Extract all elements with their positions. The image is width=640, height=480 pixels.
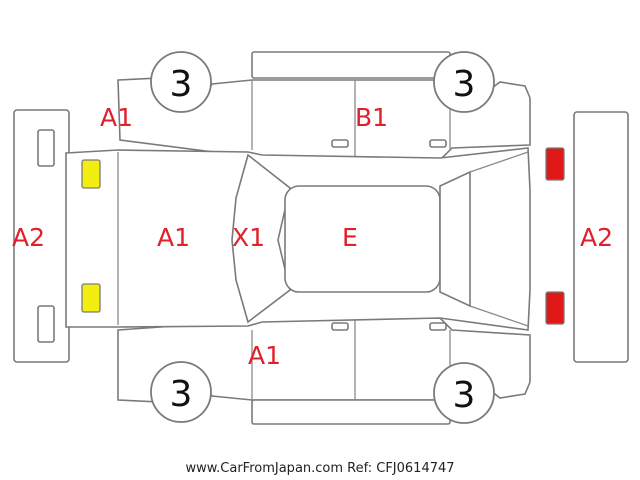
- wheel-front-top: 3: [150, 51, 212, 113]
- damage-label-x1: X1: [232, 223, 265, 252]
- headlight-right: [81, 283, 101, 313]
- damage-label-a1-hood: A1: [157, 223, 190, 252]
- damage-label-a2-front: A2: [12, 223, 45, 252]
- top-door-handle-rear: [429, 139, 447, 148]
- bottom-door-handle-rear: [429, 322, 447, 331]
- footer-ref: www.CarFromJapan.com Ref: CFJ0614747: [185, 461, 454, 476]
- damage-label-a1-top: A1: [100, 103, 133, 132]
- wheel-rear-bottom-grade: 3: [453, 375, 476, 416]
- damage-label-b1: B1: [355, 103, 388, 132]
- headlight-left: [81, 159, 101, 189]
- damage-label-e: E: [342, 223, 358, 252]
- top-door-handle-front: [331, 139, 349, 148]
- rear-bumper: [573, 111, 629, 363]
- wheel-front-bottom-grade: 3: [170, 374, 193, 415]
- taillight-left: [545, 147, 565, 181]
- wheel-front-bottom: 3: [150, 361, 212, 423]
- wheel-rear-top: 3: [433, 51, 495, 113]
- rear-window: [439, 170, 471, 308]
- damage-label-a1-bottom: A1: [248, 341, 281, 370]
- taillight-right: [545, 291, 565, 325]
- wheel-rear-bottom: 3: [433, 362, 495, 424]
- top-roof-panel: [251, 51, 451, 79]
- bottom-roof-panel: [251, 399, 451, 425]
- wheel-front-top-grade: 3: [170, 64, 193, 105]
- front-bumper-recess-top: [37, 129, 55, 167]
- damage-label-a2-rear: A2: [580, 223, 613, 252]
- wheel-rear-top-grade: 3: [453, 64, 476, 105]
- roof-panel: [284, 185, 441, 293]
- front-bumper-recess-bottom: [37, 305, 55, 343]
- bottom-door-handle-front: [331, 322, 349, 331]
- rear-hatch: [469, 151, 529, 327]
